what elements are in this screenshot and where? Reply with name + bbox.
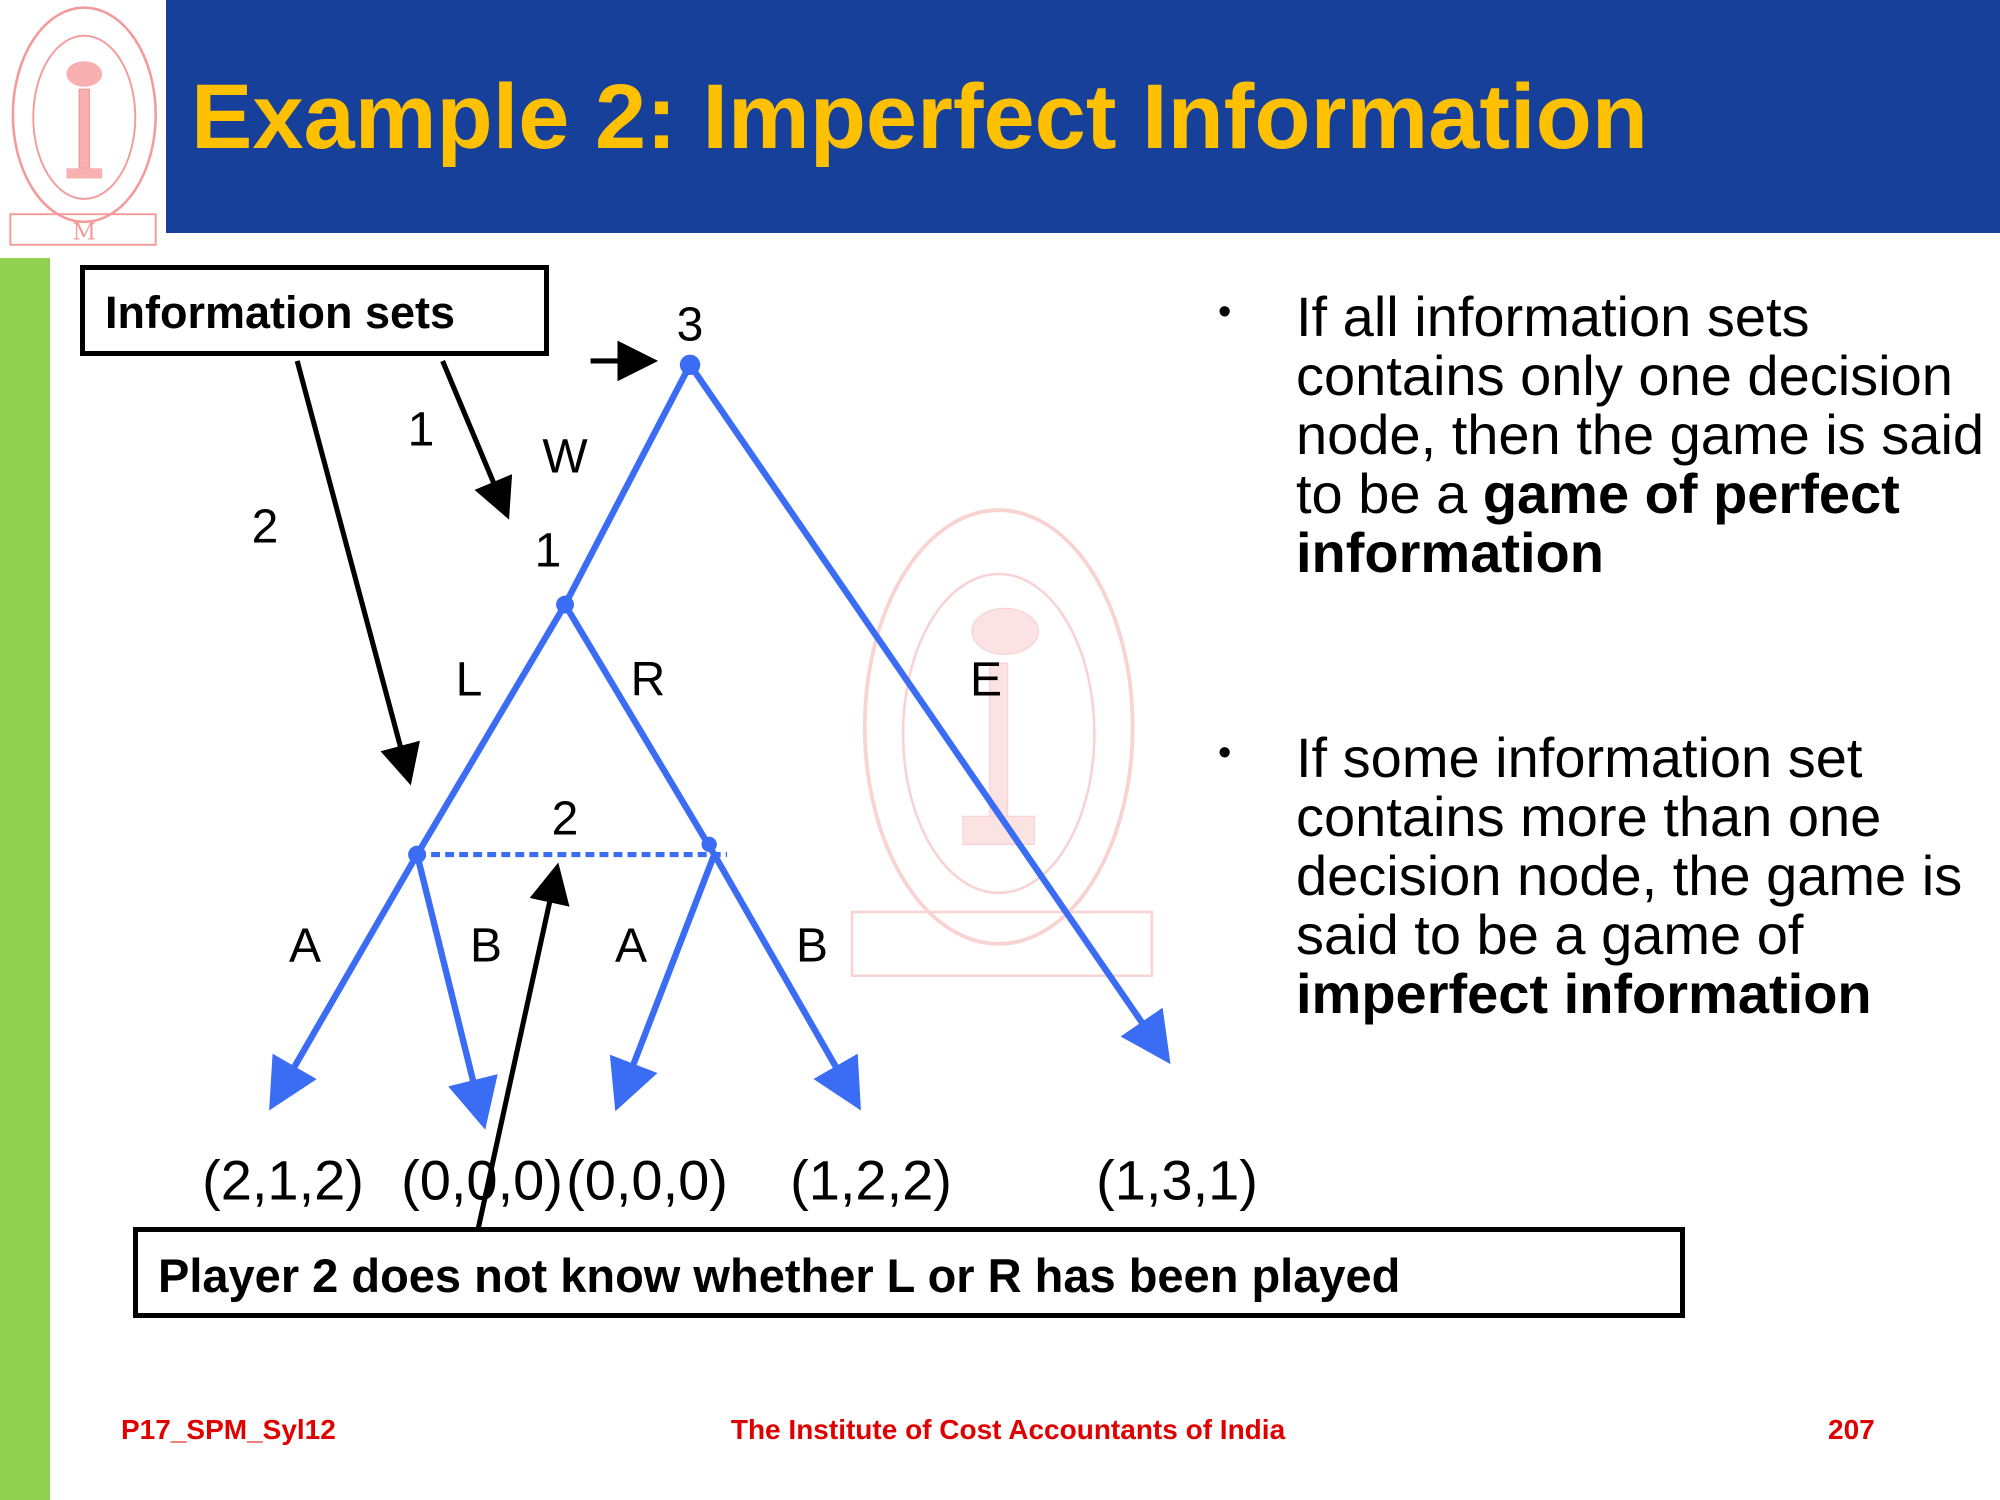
svg-text:M: M bbox=[73, 220, 97, 246]
edge-label-w: W bbox=[542, 430, 588, 484]
edge-b2 bbox=[711, 853, 861, 1111]
watermark-seal bbox=[850, 508, 1154, 978]
edge-b1 bbox=[413, 853, 498, 1130]
payoff: (1,2,2) bbox=[790, 1148, 952, 1212]
tree-edges bbox=[269, 362, 1171, 1130]
edge-w bbox=[562, 363, 693, 607]
edge-a2 bbox=[609, 853, 718, 1112]
slide-title: Example 2: Imperfect Information bbox=[191, 66, 1648, 168]
node-player2-left bbox=[408, 845, 427, 864]
bullet-marker: • bbox=[1218, 291, 1232, 333]
node-player1 bbox=[556, 595, 574, 614]
node-label-root: 3 bbox=[676, 298, 704, 352]
page-number: 207 bbox=[1828, 1414, 1875, 1445]
edge-a1 bbox=[269, 852, 420, 1111]
edge-label-a: A bbox=[614, 919, 648, 973]
edge-r bbox=[562, 602, 718, 857]
sidebar-accent bbox=[0, 258, 50, 1500]
edge-label-b: B bbox=[795, 919, 829, 973]
bullet-marker: • bbox=[1218, 732, 1232, 774]
bullet-perfect-information: If all information sets contains only on… bbox=[1296, 285, 1985, 584]
edge-label-e: E bbox=[969, 653, 1003, 707]
node-player2-right bbox=[701, 836, 717, 853]
node-label-player1: 1 bbox=[534, 524, 562, 578]
edge-l bbox=[414, 602, 568, 857]
edge-label-l: L bbox=[455, 653, 483, 707]
edge-label-b: B bbox=[469, 919, 503, 973]
edge-e bbox=[687, 362, 1171, 1065]
title-banner: Example 2: Imperfect Information bbox=[166, 0, 2000, 233]
node-label-player2: 2 bbox=[551, 792, 579, 846]
payoff: (0,0,0) bbox=[401, 1148, 563, 1212]
payoff: (0,0,0) bbox=[566, 1148, 728, 1212]
bullet-imperfect-information: If some information set contains more th… bbox=[1296, 726, 1963, 1025]
payoff: (1,3,1) bbox=[1096, 1148, 1258, 1212]
info-set-number: 2 bbox=[251, 500, 279, 554]
institute-logo: M bbox=[9, 6, 157, 246]
edge-label-a: A bbox=[288, 919, 322, 973]
pointer-arrows bbox=[294, 340, 659, 1241]
payoff: (2,1,2) bbox=[202, 1148, 364, 1212]
footer-institute: The Institute of Cost Accountants of Ind… bbox=[730, 1414, 1286, 1445]
information-sets-label: Information sets bbox=[80, 265, 549, 356]
info-set-number: 1 bbox=[407, 403, 435, 457]
player2-note: Player 2 does not know whether L or R ha… bbox=[133, 1227, 1685, 1318]
node-player3 bbox=[679, 354, 701, 375]
footer-code: P17_SPM_Syl12 bbox=[121, 1414, 336, 1445]
edge-label-r: R bbox=[630, 653, 666, 707]
